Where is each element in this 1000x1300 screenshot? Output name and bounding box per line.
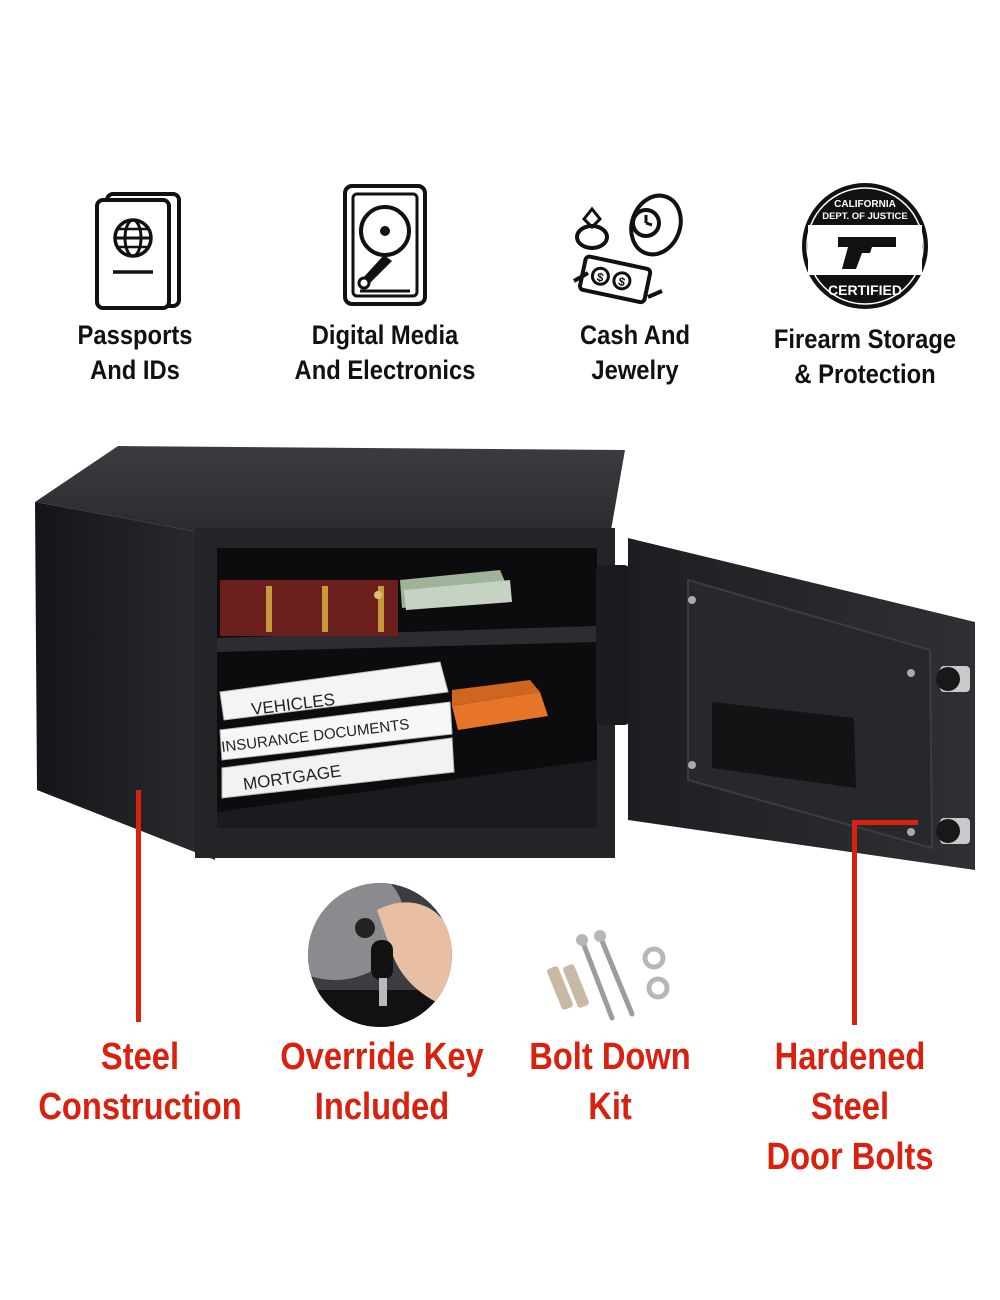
cash-jewelry-icon: $ $ <box>573 193 683 305</box>
door-hinge <box>596 565 630 725</box>
svg-text:$: $ <box>595 270 605 285</box>
seal-top-line1: CALIFORNIA <box>834 199 896 210</box>
passport-icon <box>95 192 181 310</box>
safe-door <box>628 538 975 870</box>
safe-image: VEHICLES INSURANCE DOCUMENTS MORTGAGE <box>35 446 975 870</box>
seal-bottom-text: CERTIFIED <box>828 282 902 298</box>
hard-drive-icon <box>343 184 427 306</box>
override-key-image <box>308 883 452 1027</box>
upper-shelf-items <box>220 570 512 636</box>
callout-line-bolts-horizontal <box>852 820 918 825</box>
bolt-down-kit-image <box>547 930 670 1021</box>
feature-label-firearm: Firearm Storage& Protection <box>773 324 957 389</box>
svg-text:$: $ <box>617 274 627 289</box>
ca-doj-certified-seal: CALIFORNIA DEPT. OF JUSTICE CERTIFIED <box>802 183 928 309</box>
seal-top-line2: DEPT. OF JUSTICE <box>822 211 908 222</box>
callout-line-steel <box>136 790 141 1022</box>
callout-line-bolts <box>852 820 857 1025</box>
safe-body <box>35 446 625 860</box>
door-bolts <box>936 666 970 844</box>
